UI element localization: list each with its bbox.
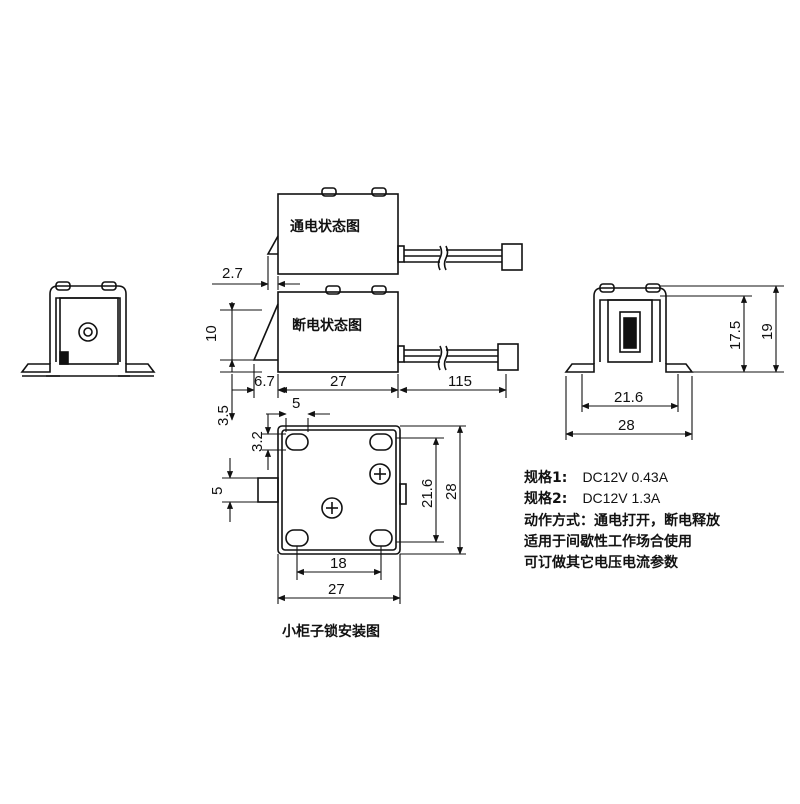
dim-27-side-label: 27	[330, 373, 347, 390]
dim-18-label: 18	[330, 555, 347, 572]
energized-view	[266, 187, 523, 275]
dim-19-label: 19	[759, 323, 776, 340]
dim-2-7-label: 2.7	[222, 265, 243, 282]
front-view	[20, 281, 156, 377]
spec-action: 动作方式：通电打开，断电释放	[524, 512, 721, 529]
dim-27-bottom-label: 27	[328, 581, 345, 598]
spec-custom: 可订做其它电压电流参数	[524, 554, 679, 571]
dim-3-2-label: 3.2	[249, 431, 266, 452]
dim-28-h-label: 28	[618, 417, 635, 434]
spec2-line: 规格2: DC12V 1.3A	[524, 488, 661, 507]
dim-3-5	[220, 371, 262, 421]
dim-18	[296, 546, 382, 580]
dim-21-6-v	[396, 437, 444, 543]
dim-21-6-v-label: 21.6	[419, 479, 436, 508]
dim-5-top-label: 5	[292, 395, 300, 412]
energized-label: 通电状态图	[290, 218, 360, 235]
dim-5-left-label: 5	[209, 487, 226, 495]
dim-6-7-label: 6.7	[254, 373, 275, 390]
spec2-label: 规格2:	[524, 490, 567, 507]
dim-28-h	[565, 376, 693, 440]
dim-10-label: 10	[203, 325, 220, 342]
deenergized-label: 断电状态图	[292, 317, 362, 334]
dim-5-top	[266, 410, 330, 432]
dim-2-7	[212, 256, 300, 290]
diagram-caption: 小柜子锁安装图	[282, 623, 380, 640]
spec-block: 规格1: DC12V 0.43A 规格2: DC12V 1.3A 动作方式：通电…	[524, 467, 721, 571]
dim-17-5	[660, 295, 752, 373]
spec1-line: 规格1: DC12V 0.43A	[524, 467, 669, 486]
dim-3-5-label: 3.5	[215, 405, 232, 426]
deenergized-view	[252, 285, 519, 373]
dim-5-left	[222, 458, 258, 522]
dim-28-v-label: 28	[443, 483, 460, 500]
dim-28-v	[400, 425, 466, 555]
top-view	[257, 425, 407, 555]
spec-usage: 适用于间歇性工作场合使用	[524, 533, 692, 550]
dim-3-2	[262, 414, 286, 470]
dim-21-6-h	[581, 374, 679, 412]
dim-10	[220, 302, 262, 372]
spec1-label: 规格1:	[524, 469, 567, 486]
end-view	[564, 283, 694, 373]
dim-19	[660, 285, 784, 373]
dim-17-5-label: 17.5	[727, 321, 744, 350]
spec1-value: DC12V 0.43A	[582, 469, 668, 485]
dim-21-6-h-label: 21.6	[614, 389, 643, 406]
dim-115-label: 115	[448, 373, 472, 390]
dim-row-side	[232, 364, 507, 398]
dim-27-bottom	[277, 554, 401, 604]
spec2-value: DC12V 1.3A	[582, 490, 660, 506]
